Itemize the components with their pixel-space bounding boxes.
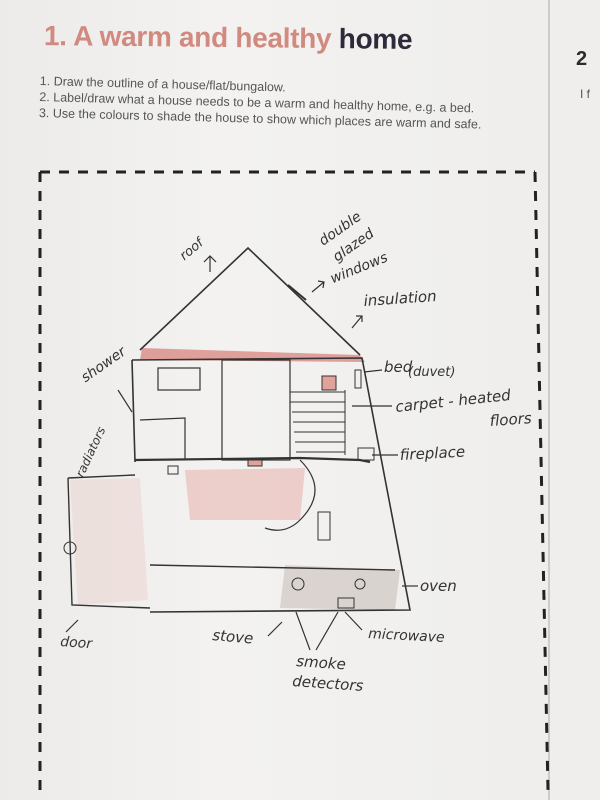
label-microwave: microwave (368, 626, 445, 646)
door-arrow (65, 619, 79, 633)
door-knob (63, 541, 77, 555)
bed-arrow (363, 369, 383, 373)
upper-floor-line (134, 456, 371, 464)
stove-arrow (267, 621, 283, 637)
floor-shading (185, 468, 305, 520)
roof-arrow (203, 255, 217, 272)
label-detectors: detectors (292, 672, 364, 695)
upper-room (221, 359, 291, 461)
bed-icon (321, 375, 337, 391)
next-page-text: I f (580, 87, 591, 101)
ground-floor-line (149, 564, 396, 571)
roof-outline (139, 246, 361, 356)
label-oven: oven (420, 577, 457, 595)
windows-arrow (311, 280, 325, 293)
staircase (289, 390, 346, 455)
headboard (354, 369, 362, 389)
next-page-heading: 2 (576, 48, 588, 70)
label-floors: floors (489, 409, 532, 430)
stove-icon (247, 459, 263, 467)
door-icon (317, 511, 331, 541)
label-smoke: smoke (296, 652, 347, 673)
bedroom-window (157, 367, 201, 391)
label-radiators: radiators (73, 425, 108, 480)
next-page-edge: 2 I f (548, 0, 600, 800)
bathroom (139, 417, 186, 460)
radiator-icon (167, 465, 179, 475)
house-outline (131, 357, 411, 613)
fireplace-icon (357, 447, 375, 461)
label-roof: roof (177, 234, 208, 264)
appliance-dial (354, 578, 366, 590)
left-extension (67, 474, 151, 609)
dashed-frame (38, 170, 550, 791)
roof-window (287, 284, 307, 301)
label-insulation: insulation (363, 287, 437, 310)
shower-arrow (117, 389, 133, 413)
oven-dial (291, 577, 305, 591)
worksheet-page: 1. A warm and healthy home 1. Draw the o… (0, 0, 548, 800)
label-shower: shower (78, 343, 130, 386)
spiral-stairs (264, 459, 316, 531)
label-fireplace: fireplace (399, 443, 465, 464)
microwave-icon (337, 597, 355, 609)
label-duvet: (duvet) (408, 365, 455, 380)
ground-floor-shading (280, 565, 400, 610)
smoke-arrows (295, 611, 339, 651)
label-bed: bed (384, 358, 413, 376)
label-stove: stove (212, 626, 254, 648)
insulation-arrow (351, 315, 363, 329)
label-door: door (60, 634, 94, 652)
wall-shading (70, 478, 148, 605)
microwave-arrow (344, 611, 363, 631)
